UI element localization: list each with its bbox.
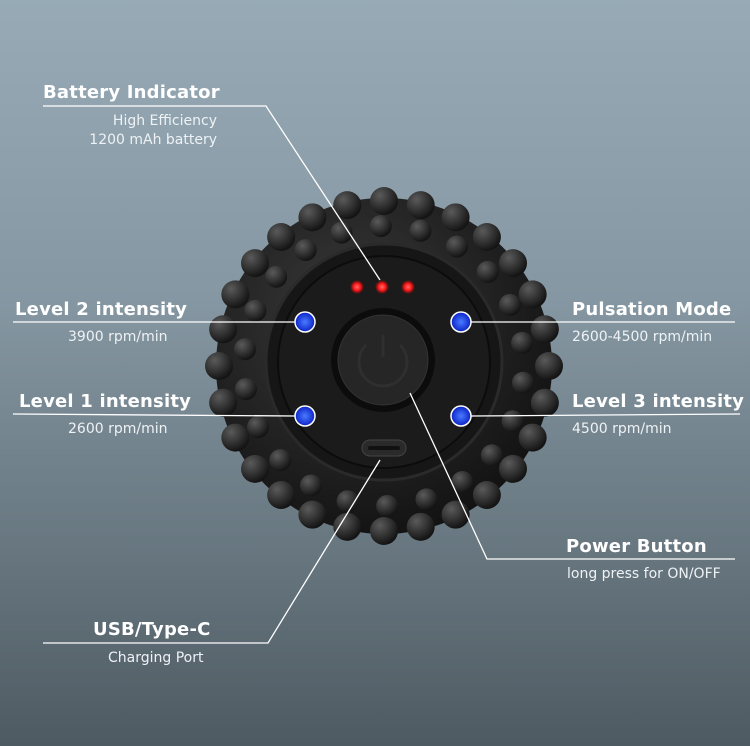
ball-bump <box>476 260 499 283</box>
battery-desc: High Efficiency 1200 mAh battery <box>89 112 217 150</box>
ball-bump <box>530 388 559 417</box>
battery-desc-line: High Efficiency <box>112 113 217 129</box>
ball-bump <box>499 249 528 278</box>
pulsation-sub: 2600-4500 rpm/min <box>572 329 713 345</box>
level2-title: Level 2 intensity <box>15 299 188 320</box>
ball-bump <box>535 352 563 380</box>
ball-bump <box>234 378 257 401</box>
ball-bump <box>267 481 296 510</box>
ball-bump <box>300 474 323 497</box>
ball-bump <box>472 222 501 251</box>
ball-bump <box>451 471 474 494</box>
ball-bump <box>480 444 503 467</box>
level3-title: Level 3 intensity <box>572 391 745 412</box>
ball-bump <box>511 371 534 394</box>
power-leader <box>409 392 735 560</box>
ball-bump <box>247 416 270 439</box>
level1-led <box>294 405 316 427</box>
ball-bump <box>298 500 327 529</box>
ball-bump <box>445 235 468 258</box>
usb-sub: Charging Port <box>108 650 204 666</box>
control-face <box>264 242 504 482</box>
ball-bump <box>376 494 399 517</box>
ball-bump <box>472 481 501 510</box>
level3-led <box>450 405 472 427</box>
level1-leader <box>12 413 296 417</box>
level1-sub: 2600 rpm/min <box>68 421 168 437</box>
ball-bump <box>294 238 317 261</box>
ball-bump <box>511 331 534 354</box>
ball-bump <box>209 315 238 344</box>
battery-led-1 <box>350 280 364 294</box>
ball-bump <box>240 249 269 278</box>
ball-bump <box>530 315 559 344</box>
ball-bump <box>406 512 435 541</box>
leader-lines <box>12 105 741 644</box>
ball-bump <box>234 338 257 361</box>
ball-bump <box>441 500 470 529</box>
power-title: Power Button <box>566 536 707 557</box>
ball-bump <box>370 517 398 545</box>
ball-bump <box>240 454 269 483</box>
usb-title: USB/Type-C <box>93 619 211 640</box>
ball-bump <box>406 191 435 220</box>
battery-desc-line: 1200 mAh battery <box>89 132 217 148</box>
power-icon <box>357 335 409 388</box>
pulsation-led <box>450 311 472 333</box>
ball-bump <box>205 352 233 380</box>
ball-bump <box>269 449 292 472</box>
level3-sub: 4500 rpm/min <box>572 421 672 437</box>
battery-led-3 <box>401 280 415 294</box>
ball-bump <box>333 512 362 541</box>
level3-leader <box>470 413 741 417</box>
ball-bump <box>370 187 398 215</box>
ball-bump <box>267 222 296 251</box>
ball-bump <box>518 280 547 309</box>
ball-bump <box>441 203 470 232</box>
pulsation-title: Pulsation Mode <box>572 299 732 320</box>
level2-led <box>294 311 316 333</box>
ball-bump <box>221 280 250 309</box>
ball-bump <box>409 219 432 242</box>
ball-bump <box>498 293 521 316</box>
ball-bump <box>244 299 267 322</box>
ball-bump <box>330 221 353 244</box>
battery-title: Battery Indicator <box>43 82 220 103</box>
level1-title: Level 1 intensity <box>19 391 192 412</box>
ball-bump <box>499 454 528 483</box>
battery-led-2 <box>375 280 389 294</box>
power-sub: long press for ON/OFF <box>567 566 721 582</box>
ball-bump <box>501 410 524 433</box>
usb-leader <box>43 459 381 644</box>
ball-bump <box>369 215 392 238</box>
level2-sub: 3900 rpm/min <box>68 329 168 345</box>
ball-bump <box>518 423 547 452</box>
ball-bump <box>209 388 238 417</box>
ball-bump <box>415 488 438 511</box>
power-button[interactable] <box>337 314 429 406</box>
ball-bump <box>298 203 327 232</box>
ball-bump <box>265 265 288 288</box>
battery-leader <box>43 105 381 281</box>
ball-bump <box>221 423 250 452</box>
ball-bump <box>336 490 359 513</box>
ball-bump <box>333 191 362 220</box>
